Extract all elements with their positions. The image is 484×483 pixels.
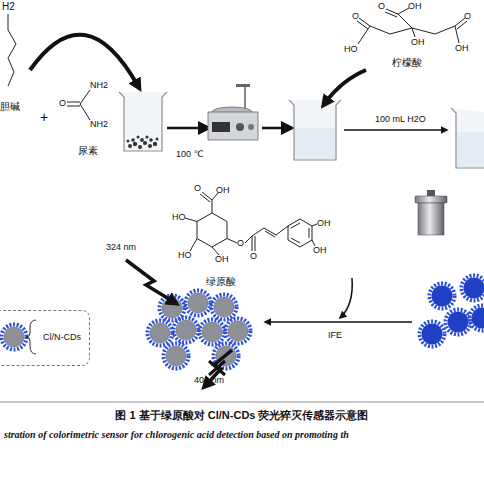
diagram-label: OH [411,38,425,47]
beaker [289,100,341,160]
diagram-label: OH [317,219,331,228]
diagram-label: O [250,252,257,261]
diagram-label: 绿原酸 [206,277,236,287]
diagram-label: 胆碱 [0,102,20,112]
process-arrow [262,127,288,130]
diagram-label: 100 ℃ [176,150,204,159]
diagram-label: 324 nm [106,243,136,252]
diagram-label: H2 [2,2,15,12]
diagram-label: O [464,12,471,21]
legend-label: Cl/N-CDs [43,333,81,342]
diagram-label: NH2 [90,81,108,90]
chlorogenic-acid-structure [185,192,317,255]
process-arrow [167,127,205,130]
diagram-label: O [237,239,244,248]
diagram-label: NH2 [90,120,108,129]
curved-arrow [30,35,138,86]
diagram-label: OH [408,2,422,11]
legend-box: Cl/N-CDs [0,310,90,366]
caption-rule [0,402,484,403]
diagram-label: + [40,110,48,124]
excitation-arrow [126,260,174,302]
diagram-label: 100 mL H2O [375,115,426,124]
process-arrow [340,278,352,318]
diagram-label: 402 nm [194,376,224,385]
legend-sample [2,320,37,354]
diagram-label: 柠檬酸 [392,58,422,68]
heating-stirrer [208,84,258,140]
beaker [451,108,484,168]
diagram-label: OH [216,186,230,195]
carbon-dots-quenched [148,291,251,369]
diagram-label: O [352,12,359,21]
choline-structure [8,14,16,86]
diagram-label: O [59,99,66,108]
urea-structure [67,90,90,120]
diagram-label: HO [178,251,192,260]
caption-english: stration of colorimetric sensor for chlo… [4,430,349,440]
curved-arrow [325,70,366,103]
diagram-label: O [378,2,385,11]
diagram-label: HO [172,213,186,222]
process-arrow [344,129,447,131]
diagram-label: IFE [328,331,342,340]
diagram-label: O [194,184,201,193]
diagram-label: OH [455,44,469,53]
diagram-label: 尿素 [78,146,98,156]
autoclave [415,190,447,235]
diagram-label: OH [313,246,327,255]
diagram-label: OH [215,255,229,264]
process-arrow [265,321,412,323]
diagram-label: HO [344,45,358,54]
figure-caption: 图 1 基于绿原酸对 Cl/N-CDs 荧光猝灭传感器示意图 [0,409,484,422]
cross-mark [209,361,225,375]
beaker [119,92,167,151]
carbon-dots-fluorescent [420,276,484,347]
